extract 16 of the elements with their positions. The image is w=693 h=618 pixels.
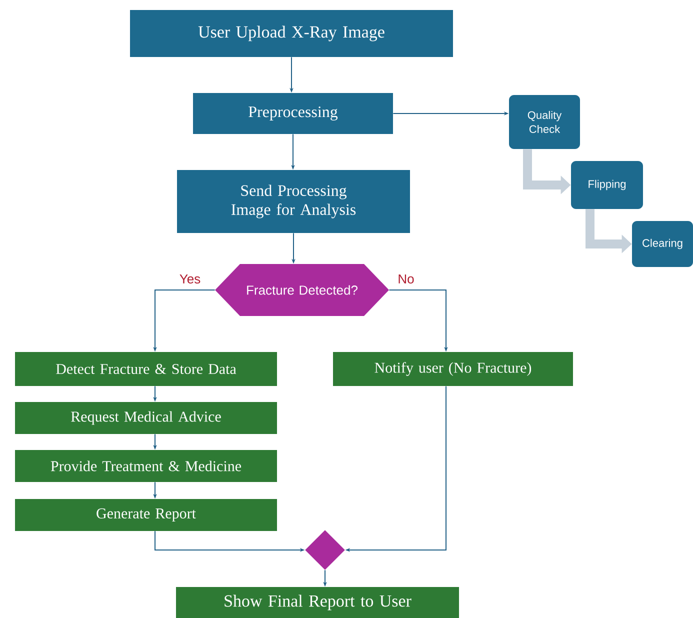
step-box: Quality Check bbox=[509, 95, 580, 149]
process-box: Detect Fracture & Store Data bbox=[15, 352, 277, 386]
process-box: Send Processing Image for Analysis bbox=[177, 170, 410, 233]
process-box: Provide Treatment & Medicine bbox=[15, 450, 277, 482]
process-box: Preprocessing bbox=[193, 93, 393, 134]
edge-label: No bbox=[396, 273, 416, 285]
edge-label: Yes bbox=[178, 273, 202, 285]
process-box: Show Final Report to User bbox=[176, 586, 459, 618]
process-box: User Upload X-Ray Image bbox=[130, 10, 453, 57]
process-box: Notify user (No Fracture) bbox=[333, 352, 573, 386]
step-box: Clearing bbox=[632, 221, 693, 267]
decision-hexagon: Fracture Detected? bbox=[215, 264, 389, 316]
step-box: Flipping bbox=[571, 161, 643, 209]
merge-diamond bbox=[305, 530, 345, 570]
process-box: Generate Report bbox=[15, 498, 277, 531]
process-box: Request Medical Advice bbox=[15, 402, 277, 434]
